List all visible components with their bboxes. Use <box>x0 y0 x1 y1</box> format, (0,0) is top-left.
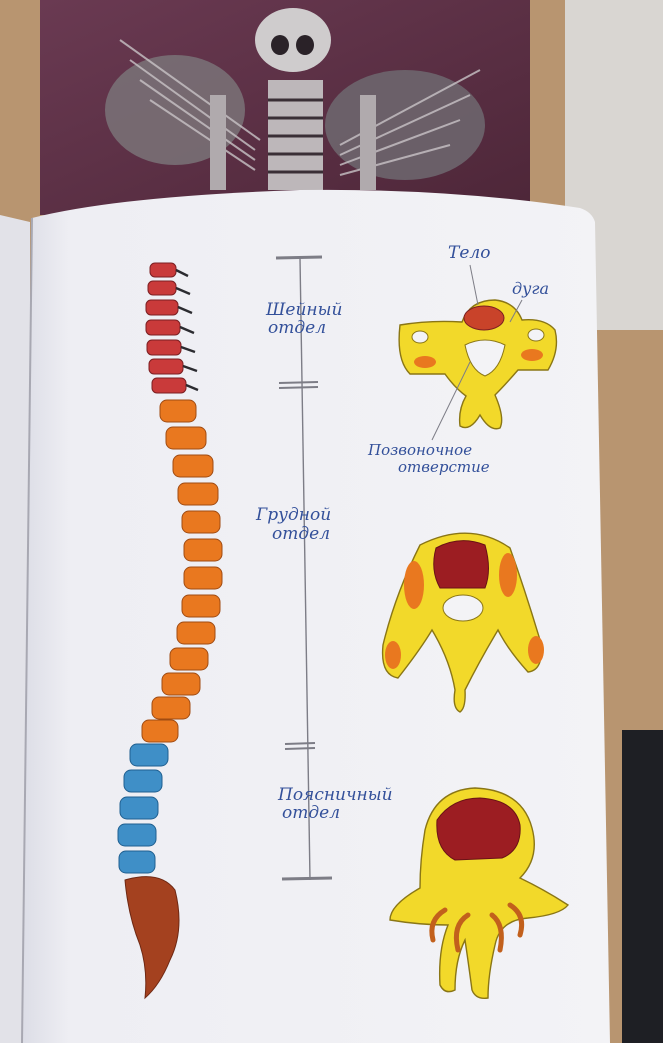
lumbar-vertebra-drawing <box>389 787 570 1000</box>
sacrum-coccyx <box>124 876 180 1000</box>
lumbar-vertebrae <box>117 743 169 874</box>
label-cervical-line2: отдел <box>268 318 326 338</box>
label-foramen-line2: отверстие <box>398 458 490 476</box>
label-body: Тело <box>448 243 490 263</box>
label-lumbar-line2: отдел <box>282 803 340 823</box>
label-lumbar-line1: Поясничный <box>277 785 393 805</box>
label-thoracic: Грудной отдел <box>255 505 331 544</box>
skeleton-poster <box>40 0 530 215</box>
thoracic-vertebrae <box>141 399 223 743</box>
label-thoracic-line1: Грудной <box>255 505 331 525</box>
cervical-vertebrae <box>145 262 199 394</box>
cervical-vertebra-drawing: Тело дуга Позвоночное отверстие <box>367 243 558 476</box>
left-page <box>0 215 30 1043</box>
section-divider <box>275 255 333 881</box>
label-arch: дуга <box>512 279 549 298</box>
spine-drawing <box>117 262 223 1000</box>
label-cervical-line1: Шейный <box>265 300 342 320</box>
label-foramen-line1: Позвоночное <box>367 441 472 459</box>
label-thoracic-line2: отдел <box>272 524 330 544</box>
label-cervical: Шейный отдел <box>265 300 342 338</box>
thoracic-vertebra-drawing <box>381 532 544 713</box>
dark-corner <box>622 730 663 1043</box>
label-lumbar: Поясничный отдел <box>277 785 393 823</box>
